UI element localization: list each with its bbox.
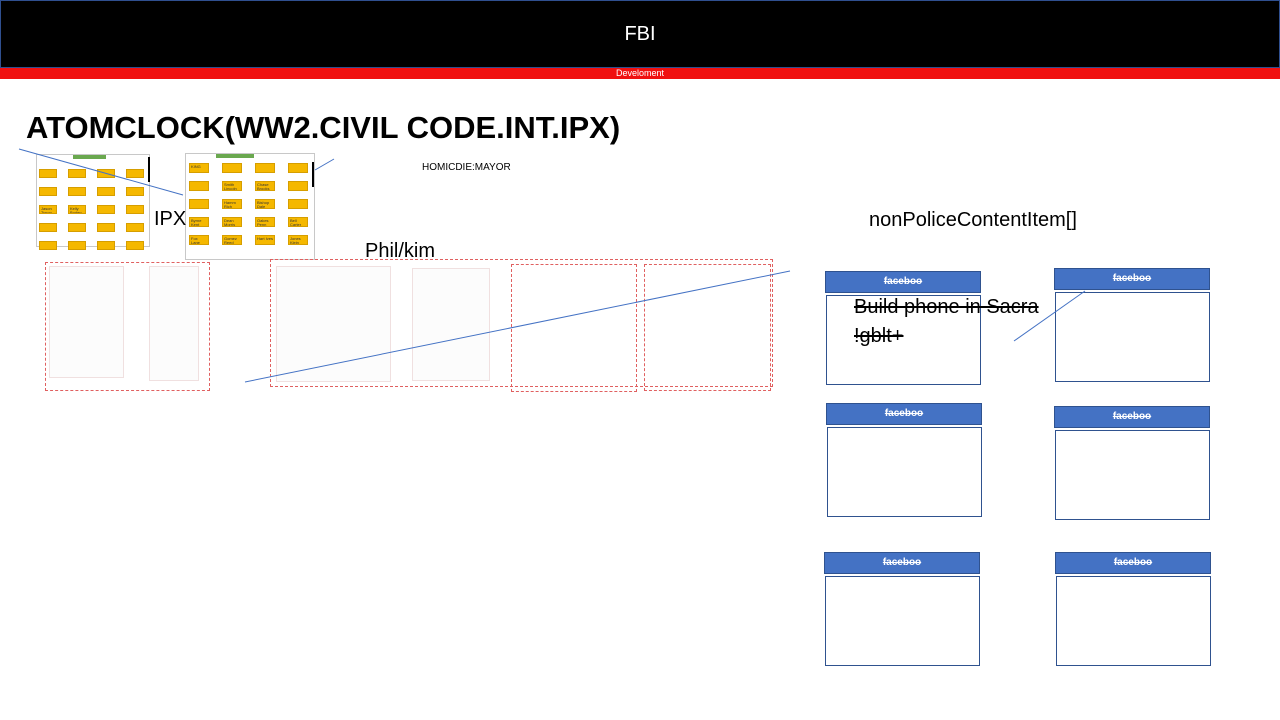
photo-placeholder — [412, 268, 490, 381]
seat-box — [39, 169, 57, 178]
seat-box — [126, 223, 144, 232]
card-header-bar — [216, 154, 254, 158]
seat-box — [97, 205, 115, 214]
seat-box: Fox Lane — [189, 235, 209, 245]
facebook-card-header[interactable]: faceboo — [824, 552, 980, 574]
strike-note: Build phone in Sacra — [854, 296, 1039, 318]
seat-box — [97, 187, 115, 196]
edge-marker — [148, 157, 150, 182]
page-title: FBI — [624, 23, 656, 45]
facebook-card-body[interactable] — [827, 427, 982, 517]
facebook-card-header[interactable]: faceboo — [825, 271, 981, 293]
connector-line — [314, 158, 335, 171]
ipx-label: IPX — [154, 208, 187, 230]
homicide-label: HOMICDIE:MAYOR — [422, 162, 511, 173]
seat-box — [39, 241, 57, 250]
seat-box: Bell Carter — [288, 217, 308, 227]
photo-group-right[interactable] — [270, 259, 773, 387]
facebook-card-body[interactable] — [1055, 430, 1210, 520]
seat-box — [189, 199, 209, 209]
seat-box: KING — [189, 163, 209, 173]
facebook-card-body[interactable] — [1055, 292, 1210, 382]
seat-box — [189, 181, 209, 191]
seat-box: Jason Tyson Mario Lopez — [39, 205, 57, 214]
seat-box — [126, 241, 144, 250]
seat-box — [126, 169, 144, 178]
seat-box: Bishop Dale — [255, 199, 275, 209]
seat-box: Jones Klein — [288, 235, 308, 245]
subtitle-bar — [0, 68, 1280, 79]
facebook-card-header[interactable]: faceboo — [826, 403, 982, 425]
seat-box — [222, 163, 242, 173]
main-heading: ATOMCLOCK(WW2.CIVIL CODE.INT.IPX) — [26, 110, 621, 145]
connector-line — [244, 270, 791, 383]
connector-line — [1013, 290, 1086, 342]
seat-box — [68, 241, 86, 250]
seat-box — [288, 163, 308, 173]
seat-box — [288, 199, 308, 209]
seat-box — [39, 223, 57, 232]
connector-line — [18, 148, 184, 196]
non-police-label: nonPoliceContentItem[] — [869, 209, 1077, 231]
seat-box — [68, 169, 86, 178]
title-bar — [0, 0, 1280, 68]
seat-box — [39, 187, 57, 196]
card-header-bar — [73, 155, 106, 159]
seat-box — [255, 163, 275, 173]
photo-frame[interactable] — [644, 264, 771, 391]
facebook-card-body[interactable] — [1056, 576, 1211, 666]
seat-box: Hamm Rich — [222, 199, 242, 209]
photo-placeholder — [149, 266, 199, 381]
seat-box: Gomez Reed — [222, 235, 242, 245]
facebook-card-body[interactable] — [825, 576, 980, 666]
seat-box: Hart Ives — [255, 235, 275, 245]
seat-box: Smith Lincoln — [222, 181, 242, 191]
seat-box: Kelly Boden — [68, 205, 86, 214]
facebook-card-body[interactable] — [826, 295, 981, 385]
strike-note: !gblt+ — [854, 325, 904, 347]
seat-box: Chase Brooks — [255, 181, 275, 191]
photo-placeholder — [49, 266, 124, 378]
seat-box — [126, 187, 144, 196]
photo-placeholder — [276, 266, 391, 382]
seat-box — [97, 241, 115, 250]
phil-kim-label: Phil/kim — [365, 240, 436, 262]
seat-box — [126, 205, 144, 214]
seat-box — [97, 223, 115, 232]
photo-group-left[interactable] — [45, 262, 210, 391]
seat-box: Oakes Penn — [255, 217, 275, 227]
seat-box — [68, 223, 86, 232]
seat-box: Byrne Kent — [189, 217, 209, 227]
seat-box — [288, 181, 308, 191]
seat-box: Dean Morris — [222, 217, 242, 227]
facebook-card-header[interactable]: faceboo — [1054, 268, 1210, 290]
edge-marker — [312, 162, 314, 187]
facebook-card-header[interactable]: faceboo — [1055, 552, 1211, 574]
facebook-card-header[interactable]: faceboo — [1054, 406, 1210, 428]
seat-box — [68, 187, 86, 196]
subtitle-text: Develoment — [615, 68, 665, 78]
